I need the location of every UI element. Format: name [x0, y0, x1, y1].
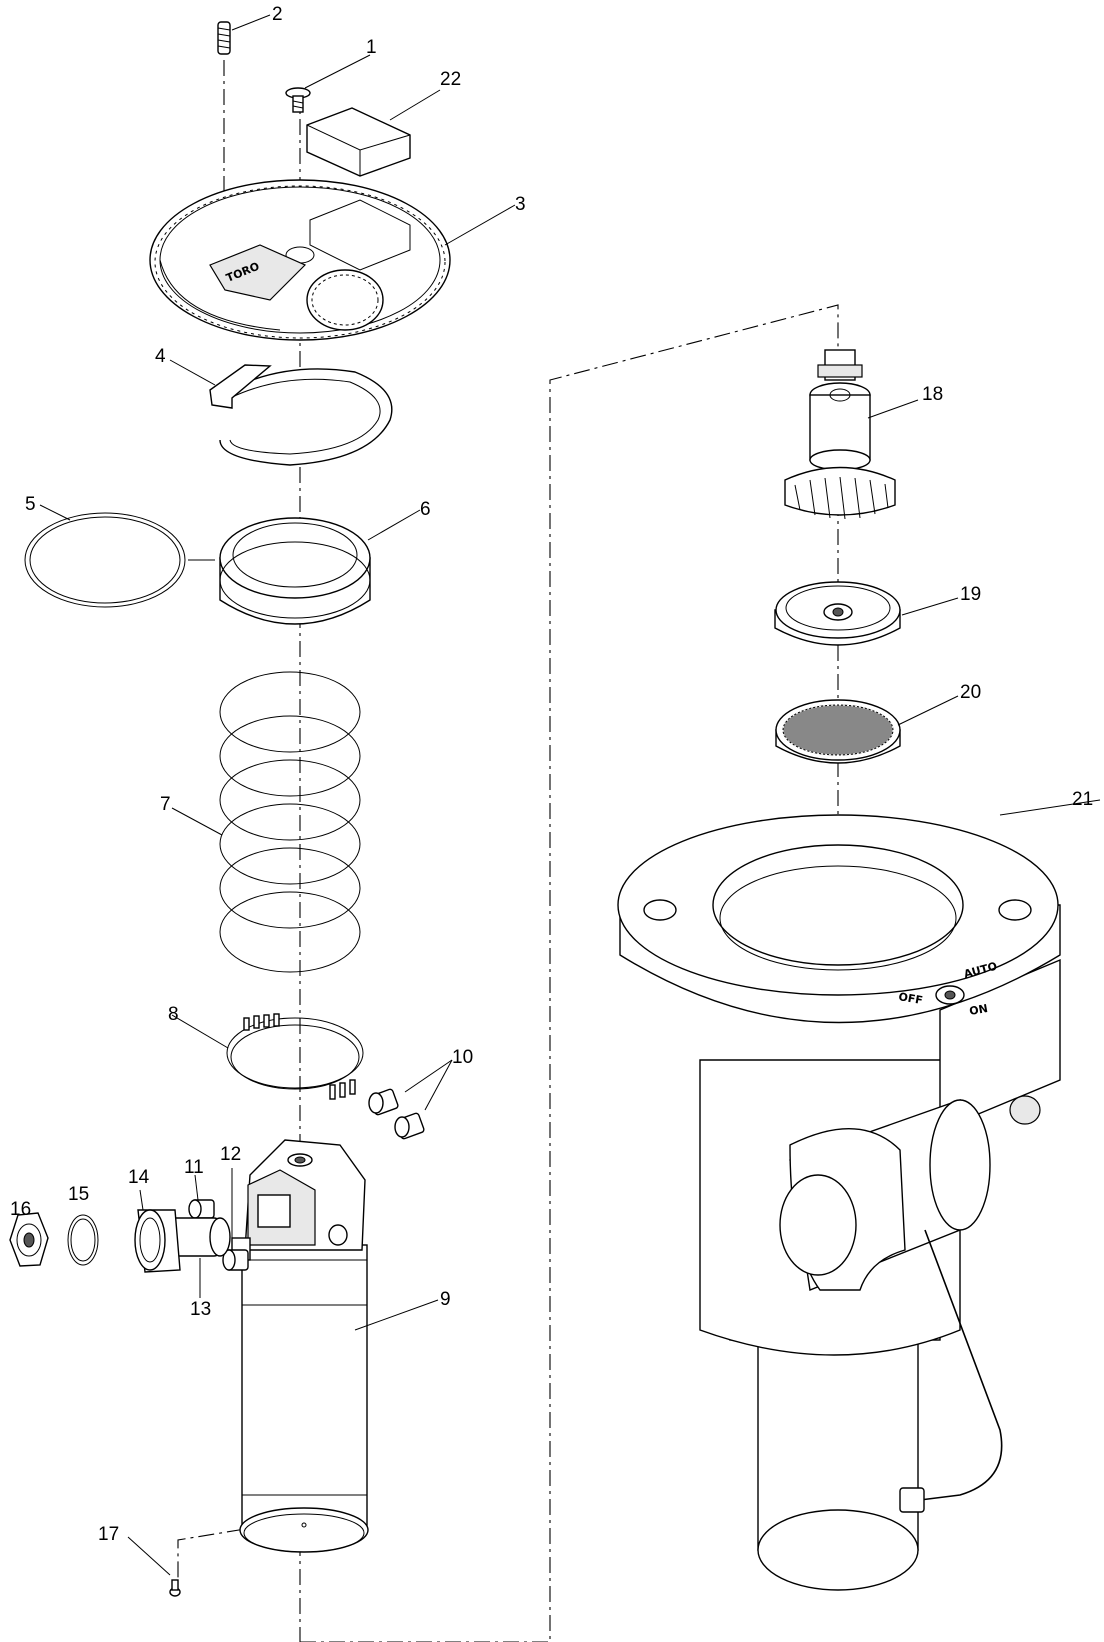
callout-13: 13 [190, 1299, 211, 1320]
callout-15: 15 [68, 1184, 89, 1205]
on-marking: ON [968, 1002, 989, 1018]
part-18-actuator [784, 349, 896, 520]
callout-22: 22 [440, 69, 461, 90]
callout-5: 5 [25, 494, 36, 515]
leader-lines [39, 14, 1101, 1576]
part-3-gear-cap: TORO [149, 179, 451, 341]
callout-labels: 2 1 22 3 4 5 6 7 8 10 9 11 12 14 15 16 1… [10, 4, 1093, 1545]
callout-10: 10 [452, 1047, 473, 1068]
part-10-plugs [368, 1088, 425, 1140]
callout-2: 2 [272, 4, 283, 25]
callout-20: 20 [960, 682, 981, 703]
callout-16: 16 [10, 1199, 31, 1220]
callout-7: 7 [160, 794, 171, 815]
callout-14: 14 [128, 1167, 150, 1188]
part-15-washer [67, 1214, 99, 1266]
callout-12: 12 [220, 1144, 241, 1165]
callout-11: 11 [184, 1157, 204, 1178]
callout-6: 6 [420, 499, 431, 520]
part-5-o-ring [24, 512, 186, 608]
part-20-screen [775, 699, 901, 764]
part-2-set-screw [217, 21, 231, 55]
off-marking: OFF [897, 990, 923, 1007]
part-22-cover [306, 107, 411, 177]
callout-18: 18 [922, 384, 943, 405]
part-16-cap-nut [9, 1212, 49, 1267]
callout-19: 19 [960, 584, 981, 605]
part-7-spring [219, 671, 361, 973]
part-14-swivel [134, 1209, 181, 1273]
part-6-retainer [219, 517, 371, 625]
callout-9: 9 [440, 1289, 451, 1310]
part-1-screw [285, 87, 311, 113]
part-12-fitting [222, 1249, 249, 1271]
callout-4: 4 [155, 346, 166, 367]
part-17-small-screw [169, 1579, 181, 1597]
part-13-adapter [169, 1217, 231, 1257]
part-4-snap-ring [209, 364, 393, 466]
part-11-nipple [188, 1199, 215, 1219]
part-21-housing: OFF AUTO ON [617, 814, 1061, 1591]
callout-17: 17 [98, 1524, 119, 1545]
part-19-stator [774, 581, 901, 646]
callout-1: 1 [366, 37, 377, 58]
callout-8: 8 [168, 1004, 179, 1025]
part-8-clip-ring [226, 1013, 364, 1100]
callout-3: 3 [515, 194, 526, 215]
callout-21: 21 [1072, 789, 1093, 810]
part-9-body [231, 1139, 369, 1553]
